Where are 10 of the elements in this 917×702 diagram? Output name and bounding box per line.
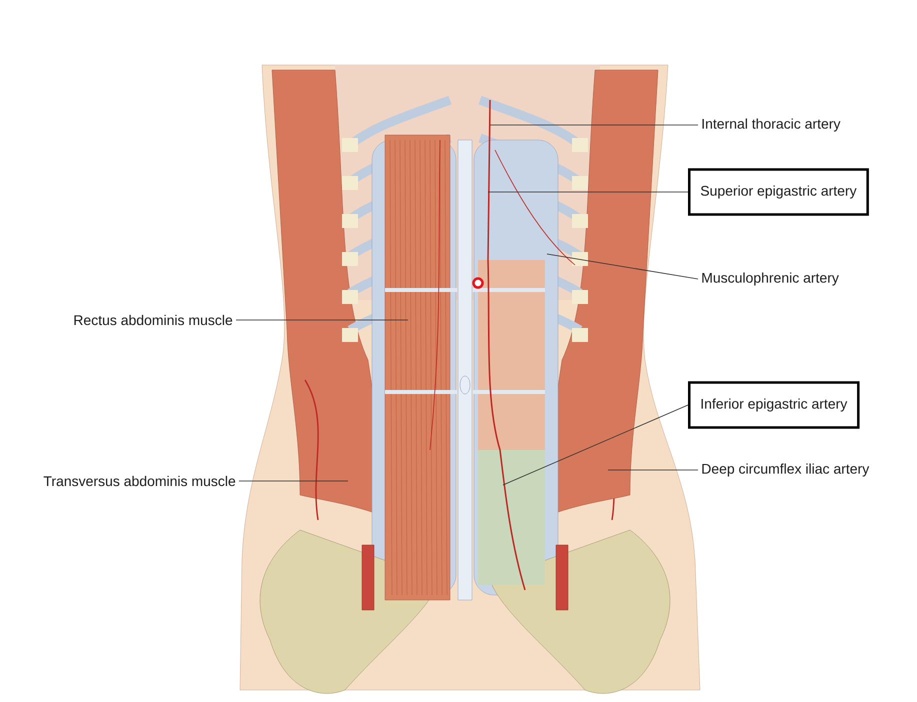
leader-line xyxy=(490,124,698,126)
label-text: Transversus abdominis muscle xyxy=(44,476,236,486)
label-text: Musculophrenic artery xyxy=(702,272,839,286)
label-text: Deep circumflex iliac artery xyxy=(702,463,870,477)
label-box: Inferior epigastric artery xyxy=(688,381,860,429)
label-box: Superior epigastric artery xyxy=(688,168,869,216)
leader-line xyxy=(502,404,688,486)
label-text: Internal thoracic artery xyxy=(702,118,840,132)
label-text: Rectus abdominis muscle xyxy=(74,314,232,326)
leader-line xyxy=(546,254,698,280)
